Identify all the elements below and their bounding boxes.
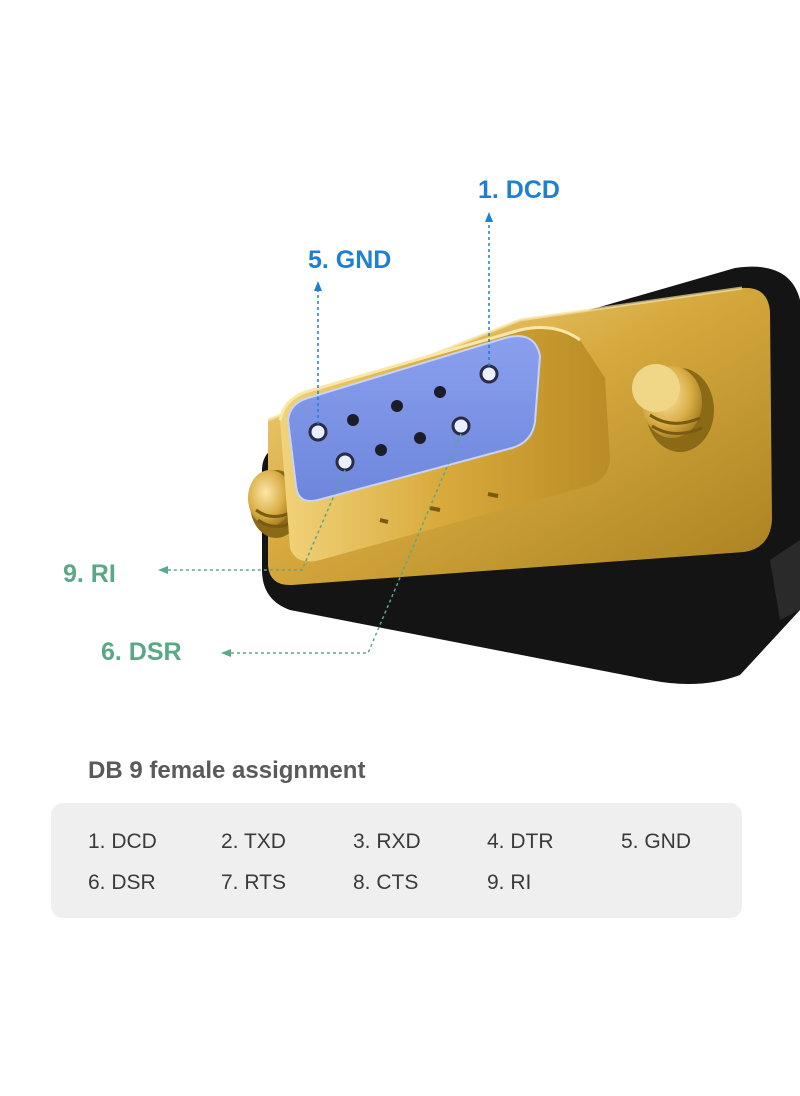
right-screw <box>632 364 714 452</box>
pin-cell-6: 6. DSR <box>88 871 156 894</box>
pin-cell-4: 4. DTR <box>487 830 554 853</box>
callout-dcd: 1. DCD <box>478 176 560 204</box>
pin-cell-3: 3. RXD <box>353 830 421 853</box>
pin-cell-5: 5. GND <box>621 830 692 853</box>
pin-6-hole <box>451 416 471 436</box>
leader-dsr <box>228 433 462 654</box>
callout-ri: 9. RI <box>63 560 116 588</box>
pin-cell-9: 9. RI <box>487 871 532 894</box>
assignment-title: DB 9 female assignment <box>88 757 366 784</box>
pin-cell-7: 7. RTS <box>221 871 286 894</box>
pin-cell-8: 8. CTS <box>353 871 419 894</box>
leader-ri <box>165 469 346 571</box>
pin-5-hole <box>308 422 328 442</box>
callout-dsr: 6. DSR <box>101 638 182 666</box>
pin-assignment-table: 1. DCD 2. TXD 3. RXD 4. DTR 5. GND 6. DS… <box>51 803 742 918</box>
db9-connector-illustration <box>158 212 800 684</box>
pin-cell-2: 2. TXD <box>221 830 286 853</box>
callout-gnd: 5. GND <box>308 246 392 274</box>
leader-lines <box>158 212 493 657</box>
pin-1-hole <box>479 364 499 384</box>
pin-9-hole <box>335 452 355 472</box>
pin-cell-1: 1. DCD <box>88 830 157 853</box>
